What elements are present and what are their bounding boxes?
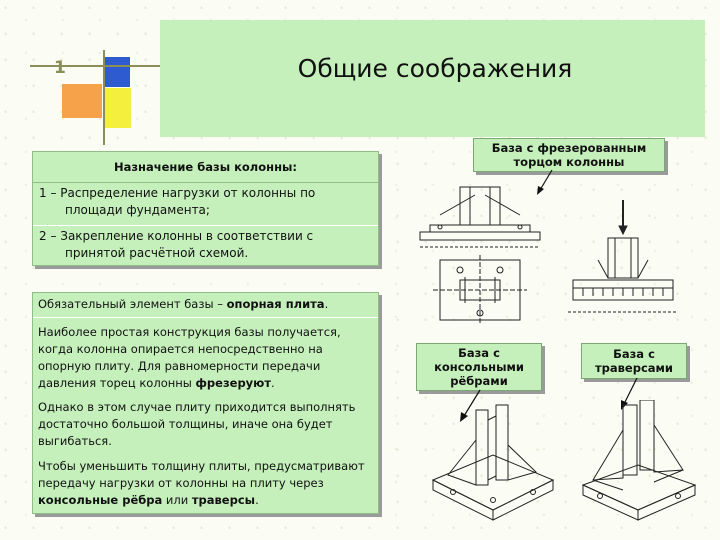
- paragraph-ribs-traverse: Чтобы уменьшить толщину плиты, предусмат…: [38, 459, 365, 507]
- page-title: Общие соображения: [297, 54, 573, 83]
- purpose-item-2: 2 – Закрепление колонны в соответствии с…: [39, 228, 369, 262]
- term-traverse: траверсы: [191, 493, 256, 507]
- decor-orange-square: [62, 84, 102, 118]
- slide-number: 1: [54, 58, 66, 78]
- decor-horizontal-line: [30, 65, 160, 67]
- term-console-ribs: консольные рёбра: [38, 493, 163, 507]
- purpose-item-1-line2: площади фундамента;: [65, 203, 210, 217]
- purpose-heading-panel: Назначение базы колонны:: [32, 151, 379, 183]
- arrow-milled: [537, 169, 553, 195]
- main-text-panel: Обязательный элемент базы – опорная плит…: [32, 292, 379, 514]
- decor-yellow-square: [105, 88, 131, 128]
- drawing-milled-base: [419, 186, 541, 325]
- term-base-plate: опорная плита: [226, 297, 325, 311]
- paragraph-base-plate: Обязательный элемент базы – опорная плит…: [38, 297, 329, 311]
- decor-vertical-line: [103, 50, 105, 145]
- purpose-item-2-line2: принятой расчётной схемой.: [65, 246, 249, 260]
- decor-blue-square: [105, 57, 130, 87]
- purpose-item-1-line1: 1 – Распределение нагрузки от колонны по: [39, 186, 316, 200]
- purpose-item-2-line1: 2 – Закрепление колонны в соответствии с: [39, 229, 314, 243]
- text-divider: [33, 317, 378, 318]
- purpose-item-1: 1 – Распределение нагрузки от колонны по…: [39, 185, 369, 219]
- arrow-ribs: [460, 389, 481, 422]
- paragraph-milled: Наиболее простая конструкция базы получа…: [38, 325, 341, 390]
- header-band: [160, 20, 705, 137]
- purpose-heading: Назначение базы колонны:: [113, 160, 298, 174]
- paragraph-thickness: Однако в этом случае плиту приходится вы…: [38, 400, 356, 448]
- term-milled: фрезеруют: [195, 376, 272, 390]
- drawing-traverse-isometric: [581, 400, 697, 521]
- list-divider: [33, 225, 378, 226]
- drawing-traverse-elevation: [568, 200, 678, 313]
- drawing-rib-isometric: [431, 404, 555, 521]
- purpose-list-panel: 1 – Распределение нагрузки от колонны по…: [32, 182, 379, 266]
